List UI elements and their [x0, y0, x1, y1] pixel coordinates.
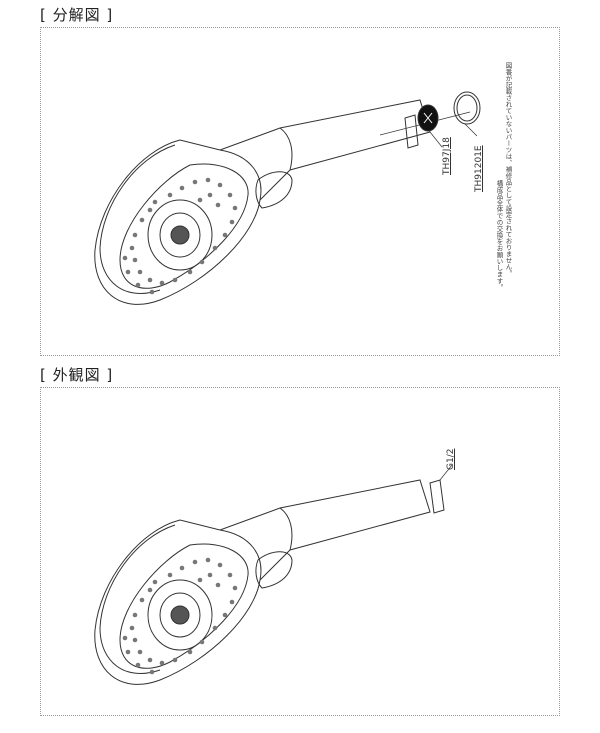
exploded-parts: [379, 91, 481, 149]
external-view-frame: [40, 387, 560, 716]
note-line-2: 構成品全体での交換をお願いします。: [495, 180, 503, 291]
exploded-view-frame: [40, 27, 560, 356]
thread-detail: [429, 464, 453, 514]
exploded-view-title: [ 分解図 ]: [40, 6, 114, 24]
note-line-1: 図番が記載されていないパーツは、補修品として設定されておりません。: [504, 62, 512, 277]
part-label-adapter: TH97J18: [442, 137, 452, 175]
thread-size-label: G1/2: [446, 448, 456, 470]
part-label-o-ring: TH91201E: [474, 145, 484, 192]
external-view-title: [ 外観図 ]: [40, 366, 114, 384]
